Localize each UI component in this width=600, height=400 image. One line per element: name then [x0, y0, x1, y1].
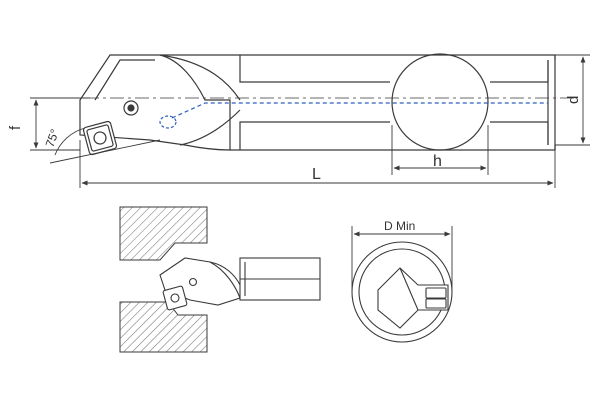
end-view — [351, 226, 453, 343]
application-view — [119, 206, 321, 353]
tool-end-divider — [399, 267, 419, 311]
insert-small-icon — [162, 285, 188, 311]
label-L: L — [312, 166, 321, 183]
side-view — [49, 53, 575, 164]
dimensions-side — [30, 54, 590, 188]
insert-end-icon — [425, 287, 447, 299]
angle-arc — [54, 127, 86, 156]
insert-end-icon-2 — [425, 298, 447, 309]
shank-lower — [230, 121, 556, 151]
screw-small-icon — [188, 277, 198, 287]
label-d-min: D Min — [384, 219, 415, 233]
head-chamfer-line — [94, 59, 155, 101]
label-d: d — [565, 96, 582, 104]
shank-cross-section — [391, 53, 489, 151]
coolant-outlet-icon — [159, 115, 177, 129]
head-rear-curve — [159, 54, 241, 101]
workpiece-lower — [119, 301, 208, 353]
tool-in-bore — [159, 257, 321, 311]
label-angle: 75° — [43, 127, 62, 149]
angle-ref-line — [49, 139, 161, 164]
clamp-screw-icon — [123, 100, 139, 116]
workpiece-upper — [119, 206, 208, 261]
label-h: h — [433, 153, 442, 170]
clamp-screw-inner — [127, 104, 135, 112]
head-rear-curve-lower — [179, 109, 241, 146]
coolant-channel — [171, 102, 548, 119]
tool-head-outline — [79, 54, 231, 151]
label-f: f — [7, 125, 24, 130]
